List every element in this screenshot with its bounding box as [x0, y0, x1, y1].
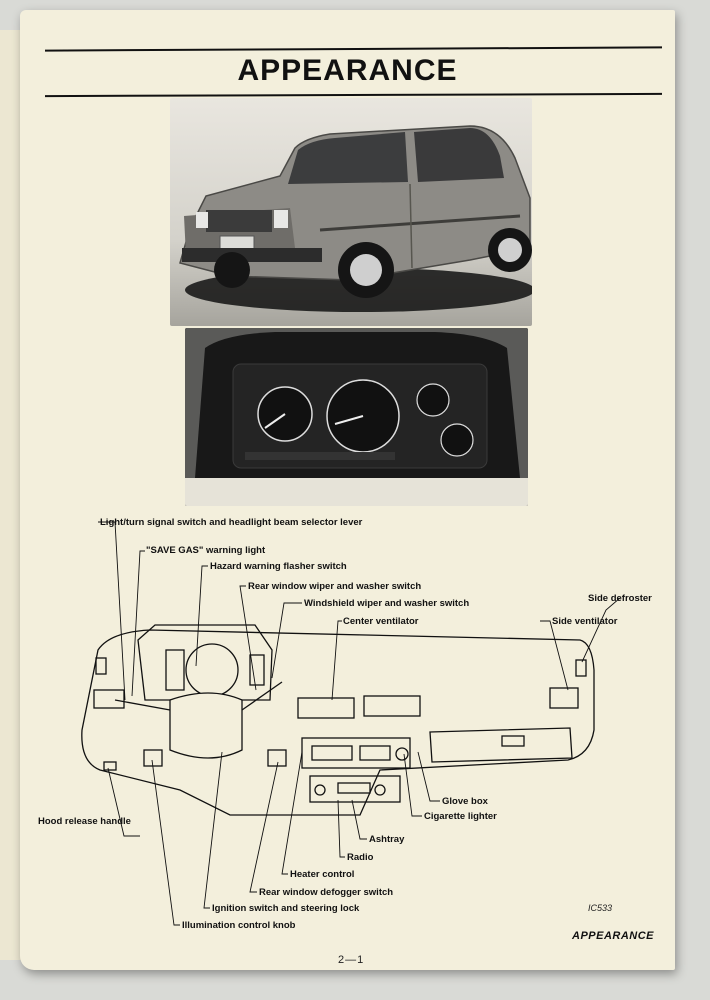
callout-hood-release: Hood release handle [38, 816, 131, 827]
callout-hazard-switch: Hazard warning flasher switch [210, 561, 347, 572]
callout-heater-control: Heater control [290, 869, 355, 880]
car-illustration [179, 125, 532, 312]
callout-glove-box: Glove box [442, 796, 488, 807]
callout-rear-wiper-switch: Rear window wiper and washer switch [248, 581, 422, 592]
figure-code: IC533 [588, 903, 613, 913]
callout-windshield-wiper-switch: Windshield wiper and washer switch [304, 598, 470, 609]
dashboard-diagram [81, 521, 621, 926]
manual-page: APPEARANCE [20, 10, 675, 970]
car-photo [170, 98, 532, 326]
callout-cigarette-lighter: Cigarette lighter [424, 811, 497, 822]
callout-side-defroster: Side defroster [588, 593, 652, 604]
callout-ashtray: Ashtray [369, 834, 405, 845]
instrument-cluster-illustration [185, 328, 528, 506]
callout-center-ventilator: Center ventilator [343, 616, 419, 627]
callout-save-gas-light: "SAVE GAS" warning light [146, 545, 266, 556]
callout-ignition-switch: Ignition switch and steering lock [212, 903, 360, 914]
callout-radio: Radio [347, 852, 374, 863]
callout-illumination-knob: Illumination control knob [182, 920, 296, 931]
page-title: APPEARANCE [237, 54, 458, 87]
callout-side-ventilator: Side ventilator [552, 616, 618, 627]
callout-rear-defogger-switch: Rear window defogger switch [259, 887, 394, 898]
page-number: 2—1 [338, 954, 365, 966]
instrument-cluster-photo [185, 328, 528, 506]
footer-section-title: APPEARANCE [572, 930, 655, 942]
callout-light-switch: Light/turn signal switch and headlight b… [100, 517, 363, 528]
